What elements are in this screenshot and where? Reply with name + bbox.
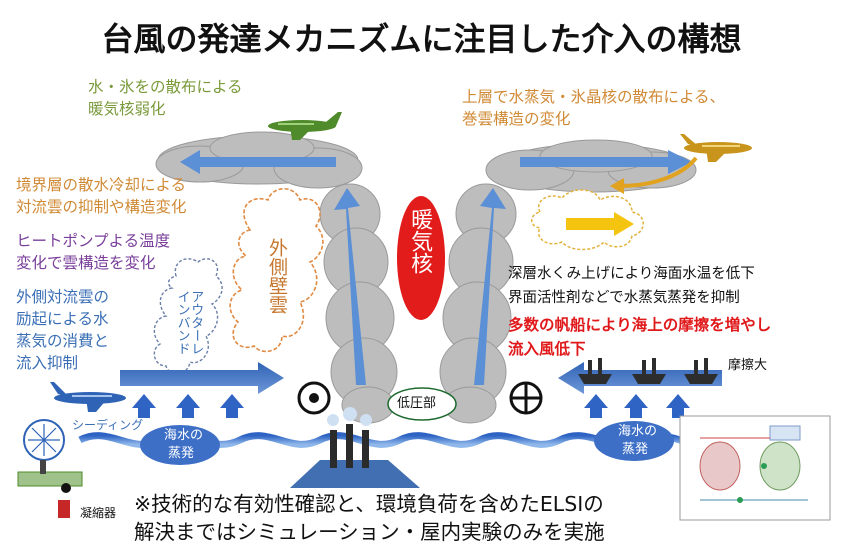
left-evaporation-arrows	[132, 394, 244, 418]
left-eyewall-cloud	[319, 183, 398, 424]
low-pressure-ellipse	[387, 387, 457, 421]
gold-airplane	[680, 134, 752, 162]
deep-text-1: 深層水くみ上げにより海面水温を低下	[508, 266, 755, 282]
upper-right-cloud	[485, 139, 697, 193]
right-outflow-arrow	[520, 150, 692, 174]
water-ice-text-2: 暖気核弱化	[88, 100, 166, 118]
upper-text-1: 上層で水蒸気・氷晶核の散布による、	[462, 88, 726, 106]
friction-label: 摩擦大	[728, 358, 768, 373]
evap-left-line-2: 蒸発	[168, 446, 195, 461]
sailing-ships	[578, 358, 718, 384]
eye-symbol-left	[297, 381, 331, 415]
blue-airplane	[50, 382, 126, 412]
right-updraft-arrow	[474, 188, 506, 385]
outer-text-3: 蒸気の消費と	[16, 332, 110, 350]
upper-right-small-cloud	[531, 189, 644, 251]
boundary-text-2: 対流雲の抑制や構造変化	[16, 198, 187, 216]
heatpump-text-1: ヒートポンプよる温度	[16, 232, 171, 250]
seeding-tower	[17, 419, 83, 518]
outer-rainband-label: アウターレインバンド	[174, 290, 204, 355]
bottom-note-line-1: ※技術的な有効性確認と、環境負荷を含めたELSIの	[134, 492, 604, 516]
eye-symbol-right	[509, 381, 543, 415]
condenser-label: 凝縮器	[80, 506, 117, 520]
warm-core-label: 暖気核	[407, 208, 433, 274]
right-eyewall-cloud	[439, 183, 517, 424]
outer-text-2: 励起による水	[16, 310, 109, 328]
outer-rainband-cloud	[153, 258, 223, 375]
left-outflow-arrow	[180, 150, 336, 174]
left-updraft-arrow	[334, 188, 366, 385]
page-title: 台風の発達メカニズムに注目した介入の構想	[101, 20, 742, 58]
evap-right-line-2: 蒸発	[622, 442, 649, 457]
red-text-1: 多数の帆船により海上の摩擦を増やし	[508, 316, 772, 334]
evap-left-line-1: 海水の	[164, 428, 204, 443]
evap-right-line-1: 海水の	[618, 424, 658, 439]
right-evaporation-arrows	[584, 394, 690, 418]
water-ice-text-1: 水・氷をの散布による	[88, 78, 243, 96]
outer-text-1: 外側対流雲の	[16, 288, 110, 306]
green-airplane	[268, 112, 342, 140]
gold-curved-arrow	[619, 156, 698, 188]
outer-wall-label: 外側壁雲	[265, 238, 288, 314]
boundary-text-1: 境界層の散水冷却による	[16, 176, 187, 194]
low-pressure-label: 低圧部	[397, 396, 437, 411]
evap-ellipse-right	[594, 421, 674, 461]
seeding-label: シーディング	[72, 418, 144, 432]
heatpump-text-2: 変化で雲構造を変化	[16, 254, 156, 272]
outer-text-4: 流入抑制	[16, 354, 79, 372]
inset-schematic	[679, 415, 831, 521]
outer-wall-cloud	[229, 187, 324, 353]
warm-core-ellipse	[397, 196, 445, 320]
sea-platform	[290, 407, 420, 488]
deep-text-2: 界面活性剤などで水蒸気蒸発を抑制	[508, 290, 740, 306]
red-text-2: 流入風低下	[508, 340, 586, 358]
evap-ellipse-left	[140, 425, 220, 465]
left-inflow-arrow	[120, 362, 284, 394]
bottom-note-line-2: 解決まではシミュレーション・屋内実験のみを実施	[134, 520, 605, 544]
upper-text-2: 巻雲構造の変化	[462, 110, 571, 128]
